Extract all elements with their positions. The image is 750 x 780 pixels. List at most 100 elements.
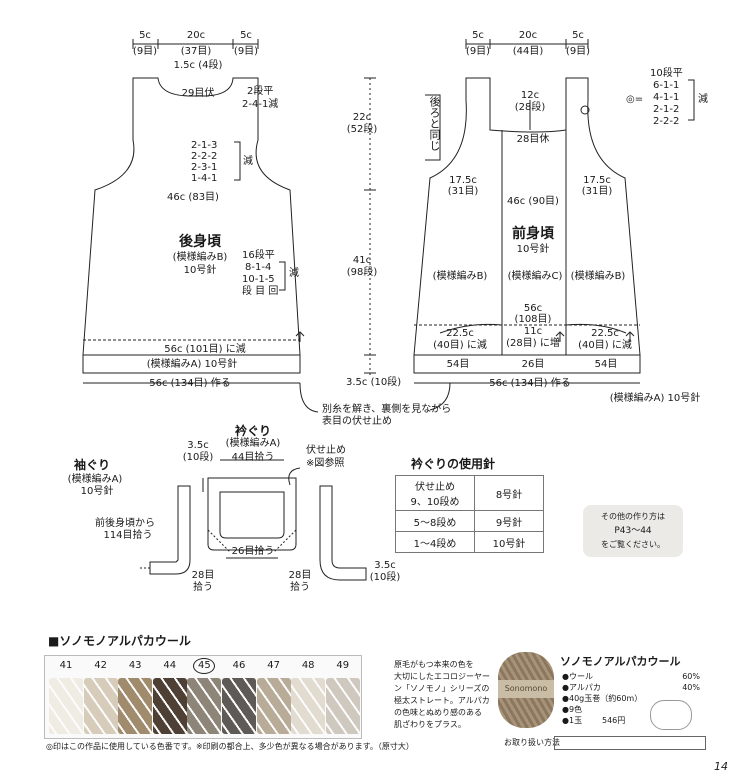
needle-table-row: 伏せ止め 9、10段め 8号針 bbox=[395, 475, 544, 511]
front-pattern-c: (模様編みC) bbox=[507, 271, 563, 282]
neckline-right-height-rows: (10段) bbox=[369, 572, 401, 583]
yarn-section-title: ■ソノモノアルパカウール bbox=[48, 634, 191, 648]
front-hem-band bbox=[413, 354, 641, 374]
front-needle: 10号針 bbox=[516, 244, 550, 255]
back-armhole-dec-3: 2-3-1 bbox=[191, 162, 218, 173]
provisional-note-2: 表目の伏せ止め bbox=[322, 416, 392, 427]
product-desc-4: 極太ストレート。アルパカ bbox=[394, 696, 490, 705]
swatch-label: 43 bbox=[128, 660, 142, 671]
front-dec-3: 4-1-1 bbox=[653, 92, 680, 103]
back-armhole-dec-1: 2-1-3 bbox=[191, 140, 218, 151]
product-desc-5: の色味とぬめり感のある bbox=[394, 708, 482, 717]
height-lower-cm: 41c bbox=[352, 255, 372, 266]
armhole-pattern: (模様編みA) bbox=[67, 474, 123, 485]
selected-swatch-circle bbox=[193, 658, 216, 674]
front-top-center-sts: (44目) bbox=[512, 46, 544, 57]
neckline-bind-note: ※図参照 bbox=[306, 458, 345, 469]
front-dec-5: 2-2-2 bbox=[653, 116, 680, 127]
neckline-band bbox=[207, 477, 297, 551]
yarn-swatch bbox=[256, 678, 291, 734]
back-hem-dec: 56c (101目) に減 bbox=[164, 344, 246, 355]
armhole-needle: 10号針 bbox=[80, 486, 114, 497]
front-same-as-back: 後ろと同じ bbox=[428, 96, 441, 151]
spec-price: 546円 bbox=[602, 716, 626, 725]
front-hem-center-sts: 26目 bbox=[521, 359, 545, 370]
armhole-pickup-2: 114目拾う bbox=[103, 530, 153, 541]
armhole-title: 袖ぐり bbox=[73, 458, 111, 472]
neckline-right-pickup-1: 28目 bbox=[288, 570, 312, 581]
needle-table-row: 5〜8段め 9号針 bbox=[395, 510, 544, 532]
neckline-right-height-cm: 3.5c bbox=[374, 560, 396, 571]
front-dec-4: 2-1-2 bbox=[653, 104, 680, 115]
armhole-band bbox=[149, 485, 191, 575]
front-top-center-width: 20c bbox=[518, 30, 538, 41]
front-circle-mark: ◎= bbox=[626, 94, 644, 105]
front-pattern-b-left: (模様編みB) bbox=[432, 271, 488, 282]
yarn-swatch bbox=[291, 678, 326, 734]
needle-table-needle-cell: 8号針 bbox=[474, 475, 544, 511]
height-upper-rows: (52段) bbox=[346, 124, 378, 135]
height-lower-rows: (98段) bbox=[346, 267, 378, 278]
product-name: ソノモノアルパカウール bbox=[560, 655, 681, 668]
back-neck-bind: 29目伏 bbox=[181, 88, 215, 99]
front-left-width-sts: (40目) に減 bbox=[433, 340, 487, 351]
front-hem-right-sts: 54目 bbox=[594, 359, 618, 370]
neckline-bind: 伏せ止め bbox=[306, 445, 346, 456]
needle-table-rows-cell: 伏せ止め 9、10段め bbox=[395, 475, 475, 511]
product-info: 原毛がもつ本来の色を 大切にしたエコロジーヤー ン「ソノモノ」シリーズの 極太ス… bbox=[394, 646, 724, 750]
front-center-bind: 28目休 bbox=[516, 134, 550, 145]
product-desc-2: 大切にしたエコロジーヤー bbox=[394, 672, 490, 681]
front-cast-on: 56c (134目) 作る bbox=[489, 378, 571, 389]
ball-band-label: Sonomono bbox=[504, 684, 548, 693]
neckline-left-pickup-1: 28目 bbox=[191, 570, 215, 581]
back-armhole-dec-mark: 減 bbox=[243, 156, 253, 167]
front-strap-left-sts: (31目) bbox=[447, 186, 479, 197]
care-label: お取り扱い方法 bbox=[504, 738, 560, 747]
other-note-3: をご覧ください。 bbox=[601, 540, 665, 549]
product-desc-1: 原毛がもつ本来の色を bbox=[394, 660, 474, 669]
yarn-swatch bbox=[222, 678, 256, 734]
swatch-label: 49 bbox=[336, 660, 350, 671]
yarn-swatch bbox=[325, 678, 360, 734]
back-neck-dec-2: 2-4-1減 bbox=[242, 99, 279, 110]
spec-price-label: ●1玉 bbox=[562, 716, 583, 725]
back-side-dec-2: 8-1-4 bbox=[245, 262, 272, 273]
product-desc-3: ン「ソノモノ」シリーズの bbox=[394, 684, 490, 693]
back-hem-band-label: (模様編みA) 10号針 bbox=[146, 359, 238, 370]
back-hem-band bbox=[82, 354, 301, 374]
front-pattern-b-right: (模様編みB) bbox=[570, 271, 626, 282]
front-top-right-width: 5c bbox=[572, 30, 584, 41]
height-upper-cm: 22c bbox=[352, 112, 372, 123]
neckline-top-pickup: 44目拾う bbox=[231, 452, 275, 463]
needle-table-row: 1〜4段め 10号針 bbox=[395, 531, 544, 553]
needle-table: 伏せ止め 9、10段め 8号針 5〜8段め 9号針 1〜4段め 10号針 bbox=[395, 475, 544, 553]
front-chest: 46c (90目) bbox=[507, 196, 559, 207]
front-center-inc-cm: 11c bbox=[523, 326, 543, 337]
swatch-label: 48 bbox=[301, 660, 315, 671]
front-right-width-cm: 22.5c bbox=[591, 328, 619, 339]
yarn-swatch bbox=[187, 678, 222, 734]
needle-table-rows-cell: 1〜4段め bbox=[395, 531, 475, 553]
front-dec-mark: 減 bbox=[698, 94, 708, 105]
needle-table-title: 衿ぐりの使用針 bbox=[411, 457, 496, 471]
yarn-swatch bbox=[49, 678, 83, 734]
back-top-center-sts: (37目) bbox=[180, 46, 212, 57]
back-armhole-dec-2: 2-2-2 bbox=[191, 151, 218, 162]
other-note-2: P43〜44 bbox=[614, 526, 652, 536]
neckline-bottom-pickup: 26目拾う bbox=[231, 546, 275, 557]
swatch-label: 47 bbox=[267, 660, 280, 671]
front-top-left-sts: (9目) bbox=[465, 46, 491, 57]
needle-table-needle-cell: 9号針 bbox=[474, 510, 544, 532]
front-center-width-sts: (108目) bbox=[514, 314, 552, 325]
other-instructions-box bbox=[583, 505, 683, 557]
armhole-pickup-1: 前後身頃から bbox=[95, 518, 155, 529]
swatch-label: 46 bbox=[232, 660, 246, 671]
front-bodice-outline bbox=[413, 77, 641, 356]
back-cast-on: 56c (134目) 作る bbox=[149, 378, 231, 389]
back-armhole-dec-4: 1-4-1 bbox=[191, 173, 218, 184]
spec-alpaca: ●アルパカ bbox=[562, 683, 601, 692]
back-side-dec-1: 16段平 bbox=[242, 250, 275, 261]
yarn-swatch bbox=[118, 678, 153, 734]
